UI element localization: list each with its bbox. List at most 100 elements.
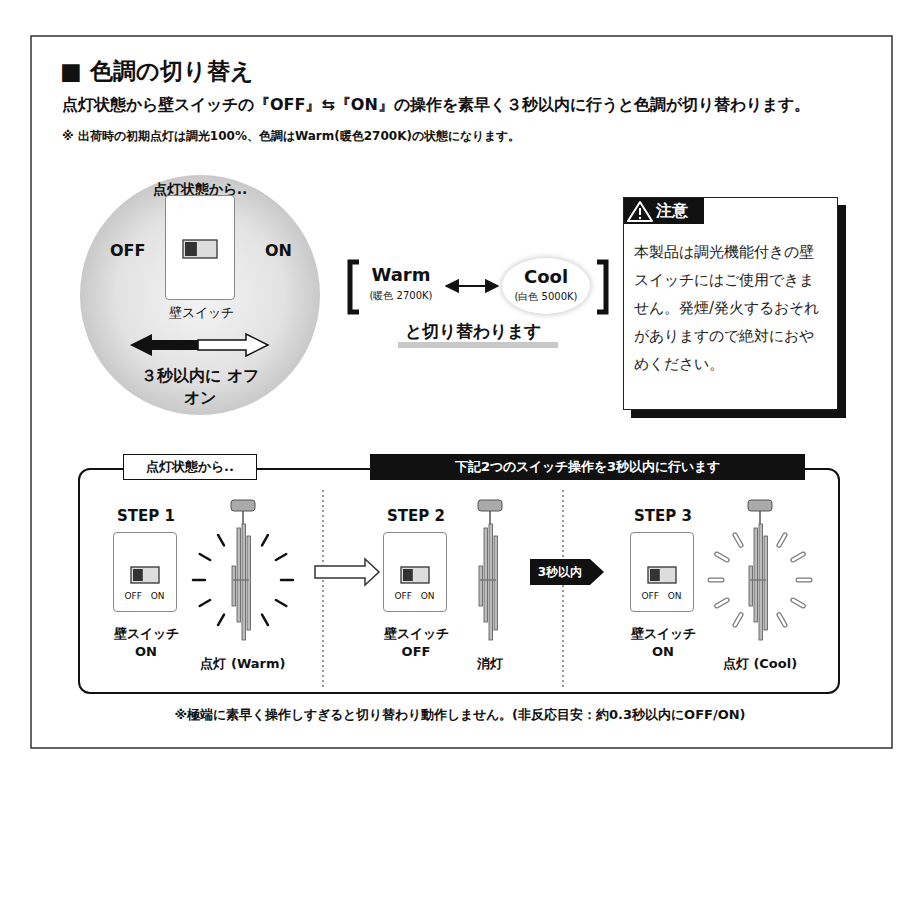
canopy — [231, 500, 255, 511]
light-ray — [793, 600, 803, 606]
toggle — [131, 567, 159, 583]
switch-plate: STEP 1OFF ON壁スイッチ ON — [113, 532, 177, 612]
light-bar — [489, 524, 493, 640]
switch-caption: 壁スイッチ — [146, 304, 256, 322]
arm — [750, 579, 766, 581]
light-bar — [232, 566, 236, 606]
tone-name: Cool — [502, 266, 590, 287]
title: ■ 色調の切り替え — [60, 56, 254, 87]
light-ray — [281, 579, 293, 582]
light-ray-inner — [735, 535, 741, 545]
lamp-state: 点灯 (Warm) — [188, 655, 298, 673]
light-ray — [193, 579, 205, 582]
light-ray — [735, 535, 741, 545]
light-bar — [749, 566, 753, 606]
step-heading: STEP 1 — [106, 507, 186, 525]
switch-state: 壁スイッチ ON — [625, 625, 701, 660]
light-bar — [484, 528, 488, 622]
off-label: OFF — [110, 241, 145, 260]
pendant-lamp — [478, 500, 502, 640]
circle-panel: 点灯状態から..OFFON３秒以内に オフオン壁スイッチ — [80, 175, 320, 415]
tone-name: Warm — [360, 264, 442, 285]
caution-box: 注意本製品は調光機能付きの壁スイッチにはご使用できません。発煙/発火するおそれが… — [623, 197, 838, 410]
arm — [480, 579, 496, 581]
light-bar — [759, 524, 763, 640]
light-bar — [237, 528, 241, 622]
light-ray — [779, 535, 785, 545]
light-ray — [218, 615, 224, 625]
lead-text: 点灯状態から壁スイッチの『OFF』⇆『ON』の操作を素早く３秒以内に行うと色調が… — [62, 95, 892, 116]
lamp-state: 消灯 — [460, 655, 520, 673]
step-arrow — [530, 559, 604, 585]
instruction: ３秒以内に オフオン — [140, 365, 260, 408]
toggle-knob — [403, 569, 413, 581]
light-ray-inner — [779, 615, 785, 625]
light-ray — [262, 615, 268, 625]
tone-value: (暖色 2700K) — [356, 289, 446, 303]
separator — [322, 490, 323, 688]
separator — [562, 490, 563, 688]
light-ray — [262, 535, 268, 545]
node-decoration — [166, 196, 236, 306]
light-bar — [764, 536, 768, 630]
warning-mark — [639, 208, 641, 215]
outer-frame — [31, 36, 892, 748]
step-heading: STEP 2 — [376, 507, 456, 525]
toggle-knob — [650, 569, 660, 581]
switch-state: 壁スイッチ OFF — [378, 625, 454, 660]
warning-dot — [639, 217, 641, 219]
step-arrow — [315, 559, 379, 585]
light-ray — [710, 578, 722, 583]
light-ray-inner — [735, 615, 741, 625]
pendant-lamp — [193, 500, 293, 640]
light-ray — [276, 600, 286, 606]
light-ray — [735, 615, 741, 625]
lamp-state: 点灯 (Cool) — [705, 655, 815, 673]
light-ray — [717, 554, 727, 560]
note: ※ 出荷時の初期点灯は調光100%、色調はWarm(暖色2700K)の状態になり… — [62, 128, 882, 145]
light-ray-inner — [793, 600, 803, 606]
underline-bar — [398, 342, 558, 348]
switch-marking: OFF ON — [631, 591, 692, 601]
switch-marking: OFF ON — [384, 591, 445, 601]
arrow-right — [198, 334, 268, 356]
edge-label: 3秒以内 — [530, 563, 590, 581]
tone-value: (白色 5000K) — [502, 290, 590, 304]
toggle-knob — [133, 569, 143, 581]
light-bar — [247, 536, 251, 630]
arrow-left — [130, 334, 198, 356]
toggle-knob — [185, 242, 197, 256]
light-bar — [479, 566, 483, 606]
footnote: ※極端に素早く操作しすぎると切り替わり動作しません。(非反応目安：約0.3秒以内… — [40, 706, 880, 724]
bracket — [597, 262, 606, 312]
toggle — [401, 567, 429, 583]
node-decoration — [624, 198, 664, 228]
warm-tone: Warm(暖色 2700K) — [360, 264, 442, 308]
step-heading: STEP 3 — [623, 507, 703, 525]
panel-tab: 点灯状態から.. — [123, 454, 257, 480]
light-ray — [200, 600, 210, 606]
switch-plate: 壁スイッチ — [165, 195, 235, 300]
canopy — [478, 500, 502, 511]
light-bar — [494, 536, 498, 630]
light-bar — [754, 528, 758, 622]
switch-plate: STEP 3OFF ON壁スイッチ ON — [630, 532, 694, 612]
light-ray-inner — [793, 554, 803, 560]
light-ray-inner — [717, 600, 727, 606]
toggle — [183, 240, 217, 258]
canopy — [748, 500, 772, 511]
on-label: ON — [265, 241, 292, 260]
cool-tone: Cool (白色 5000K) — [502, 258, 590, 314]
light-ray — [218, 535, 224, 545]
panel-band: 下記2つのスイッチ操作を3秒以内に行います — [370, 454, 805, 480]
switch-state: 壁スイッチ ON — [108, 625, 184, 660]
switch-marking: OFF ON — [114, 591, 175, 601]
light-ray-inner — [798, 579, 810, 582]
switch-plate: STEP 2OFF ON壁スイッチ OFF — [383, 532, 447, 612]
light-bar — [242, 524, 246, 640]
double-arrow — [446, 285, 498, 287]
light-ray-inner — [717, 554, 727, 560]
caution-body: 本製品は調光機能付きの壁スイッチにはご使用できません。発煙/発火するおそれがあり… — [634, 238, 827, 378]
light-ray-inner — [710, 579, 722, 582]
light-ray — [717, 600, 727, 606]
